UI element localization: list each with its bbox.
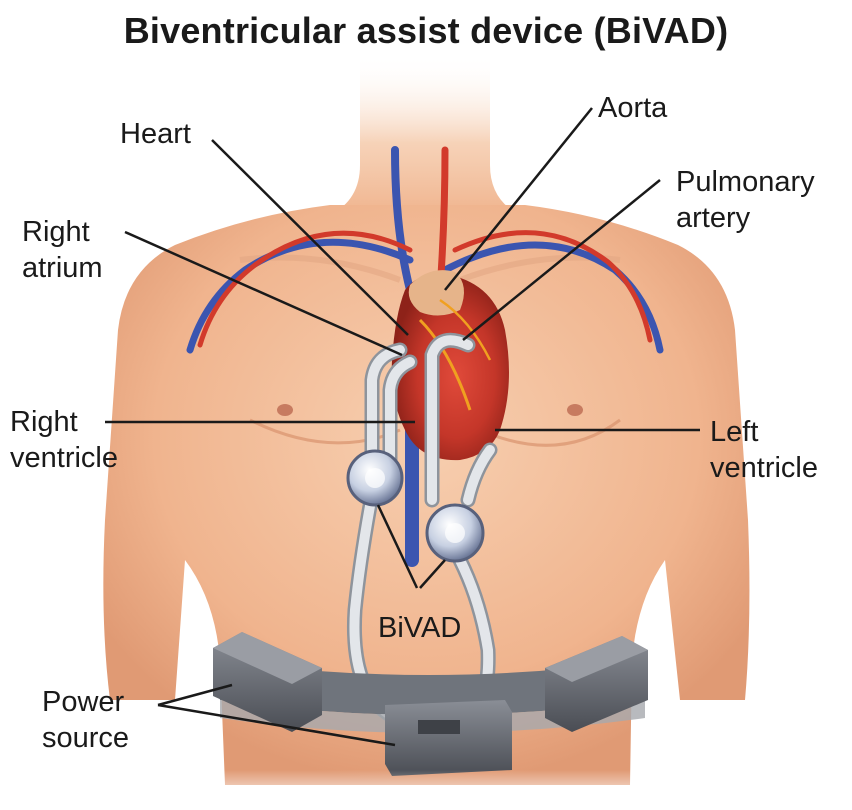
- neck: [330, 55, 520, 215]
- label-power-source: Power source: [42, 684, 129, 756]
- label-right-ventricle: Right ventricle: [10, 404, 118, 476]
- label-heart: Heart: [120, 116, 191, 152]
- pump-left: [427, 505, 483, 561]
- nipple-right: [567, 404, 583, 416]
- label-pulmonary-artery: Pulmonary artery: [676, 164, 815, 236]
- label-right-atrium: Right atrium: [22, 214, 103, 286]
- diagram-title: Biventricular assist device (BiVAD): [0, 10, 852, 52]
- label-bivad: BiVAD: [378, 610, 461, 646]
- label-left-ventricle: Left ventricle: [710, 414, 818, 486]
- label-aorta: Aorta: [598, 90, 667, 126]
- nipple-left: [277, 404, 293, 416]
- controller-center: [385, 700, 512, 776]
- pump-right: [348, 451, 402, 505]
